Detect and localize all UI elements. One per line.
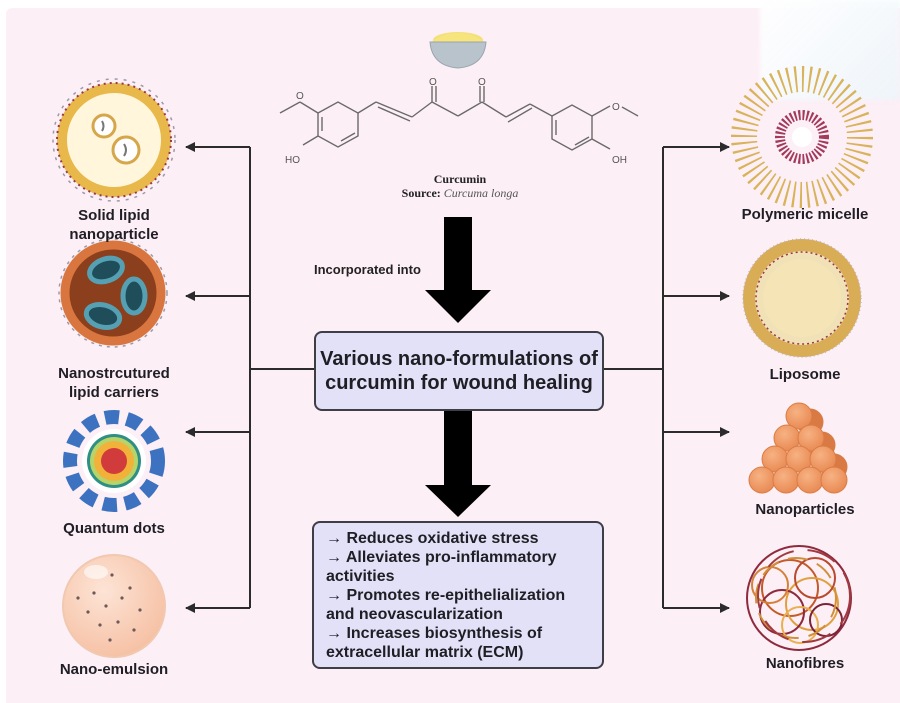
source-label: Source:: [401, 186, 441, 200]
effect-item: → Promotes re-epithelialization and neov…: [326, 587, 570, 623]
effects-box: → Reduces oxidative stress → Alleviates …: [312, 521, 604, 669]
label-solid-lipid-nanoparticle: Solid lipid nanoparticle: [69, 207, 159, 243]
liposome-icon: [742, 238, 862, 358]
effect-item: → Increases biosynthesis of extracellula…: [326, 625, 547, 661]
atom-label-hydroxyl: HO: [285, 155, 300, 166]
atom-label-oxygen: O: [612, 102, 620, 113]
center-title: Various nano-formulations of curcumin fo…: [320, 348, 598, 394]
polymeric-micelle-icon: [731, 66, 873, 208]
atom-label-hydroxyl: OH: [612, 155, 627, 166]
label-liposome: Liposome: [769, 366, 841, 383]
curcumin-structure: [279, 86, 639, 151]
label-quantum-dots: Quantum dots: [63, 520, 165, 537]
right-connector-tree: [600, 142, 730, 613]
label-nanofibres: Nanofibres: [765, 655, 845, 672]
label-polymeric-micelle: Polymeric micelle: [741, 206, 869, 223]
atom-label-oxygen: O: [478, 77, 486, 88]
label-nanostructured-lipid-carriers: Nanostrcutured lipid carriers: [58, 365, 170, 401]
outcome-arrow: [425, 411, 491, 517]
nanofibres-icon: [746, 545, 852, 651]
label-nano-emulsion: Nano-emulsion: [59, 661, 169, 678]
effect-item: → Reduces oxidative stress: [326, 530, 539, 547]
compound-source: Source: Curcuma longa: [360, 186, 560, 201]
nano-emulsion-icon: [62, 554, 166, 658]
incorporated-label: Incorporated into: [314, 262, 421, 277]
label-nanoparticles: Nanoparticles: [755, 501, 855, 518]
curcumin-atom-labels: O O O O HO OH: [285, 77, 627, 166]
nanoparticles-icon: [748, 402, 848, 494]
left-connector-tree: [185, 142, 314, 613]
atom-label-oxygen: O: [429, 77, 437, 88]
incorporation-arrow: [425, 217, 491, 323]
curcumin-bowl-icon: [429, 32, 487, 69]
center-title-box: Various nano-formulations of curcumin fo…: [314, 331, 604, 411]
source-value: Curcuma longa: [443, 186, 519, 200]
effect-item: → Alleviates pro-inflammatory activities: [326, 549, 562, 585]
nanostructured-lipid-carrier-icon: [58, 238, 168, 348]
quantum-dot-icon: [63, 410, 165, 512]
compound-name: Curcumin: [433, 172, 487, 186]
solid-lipid-nanoparticle-icon: [52, 78, 176, 202]
atom-label-oxygen: O: [296, 91, 304, 102]
